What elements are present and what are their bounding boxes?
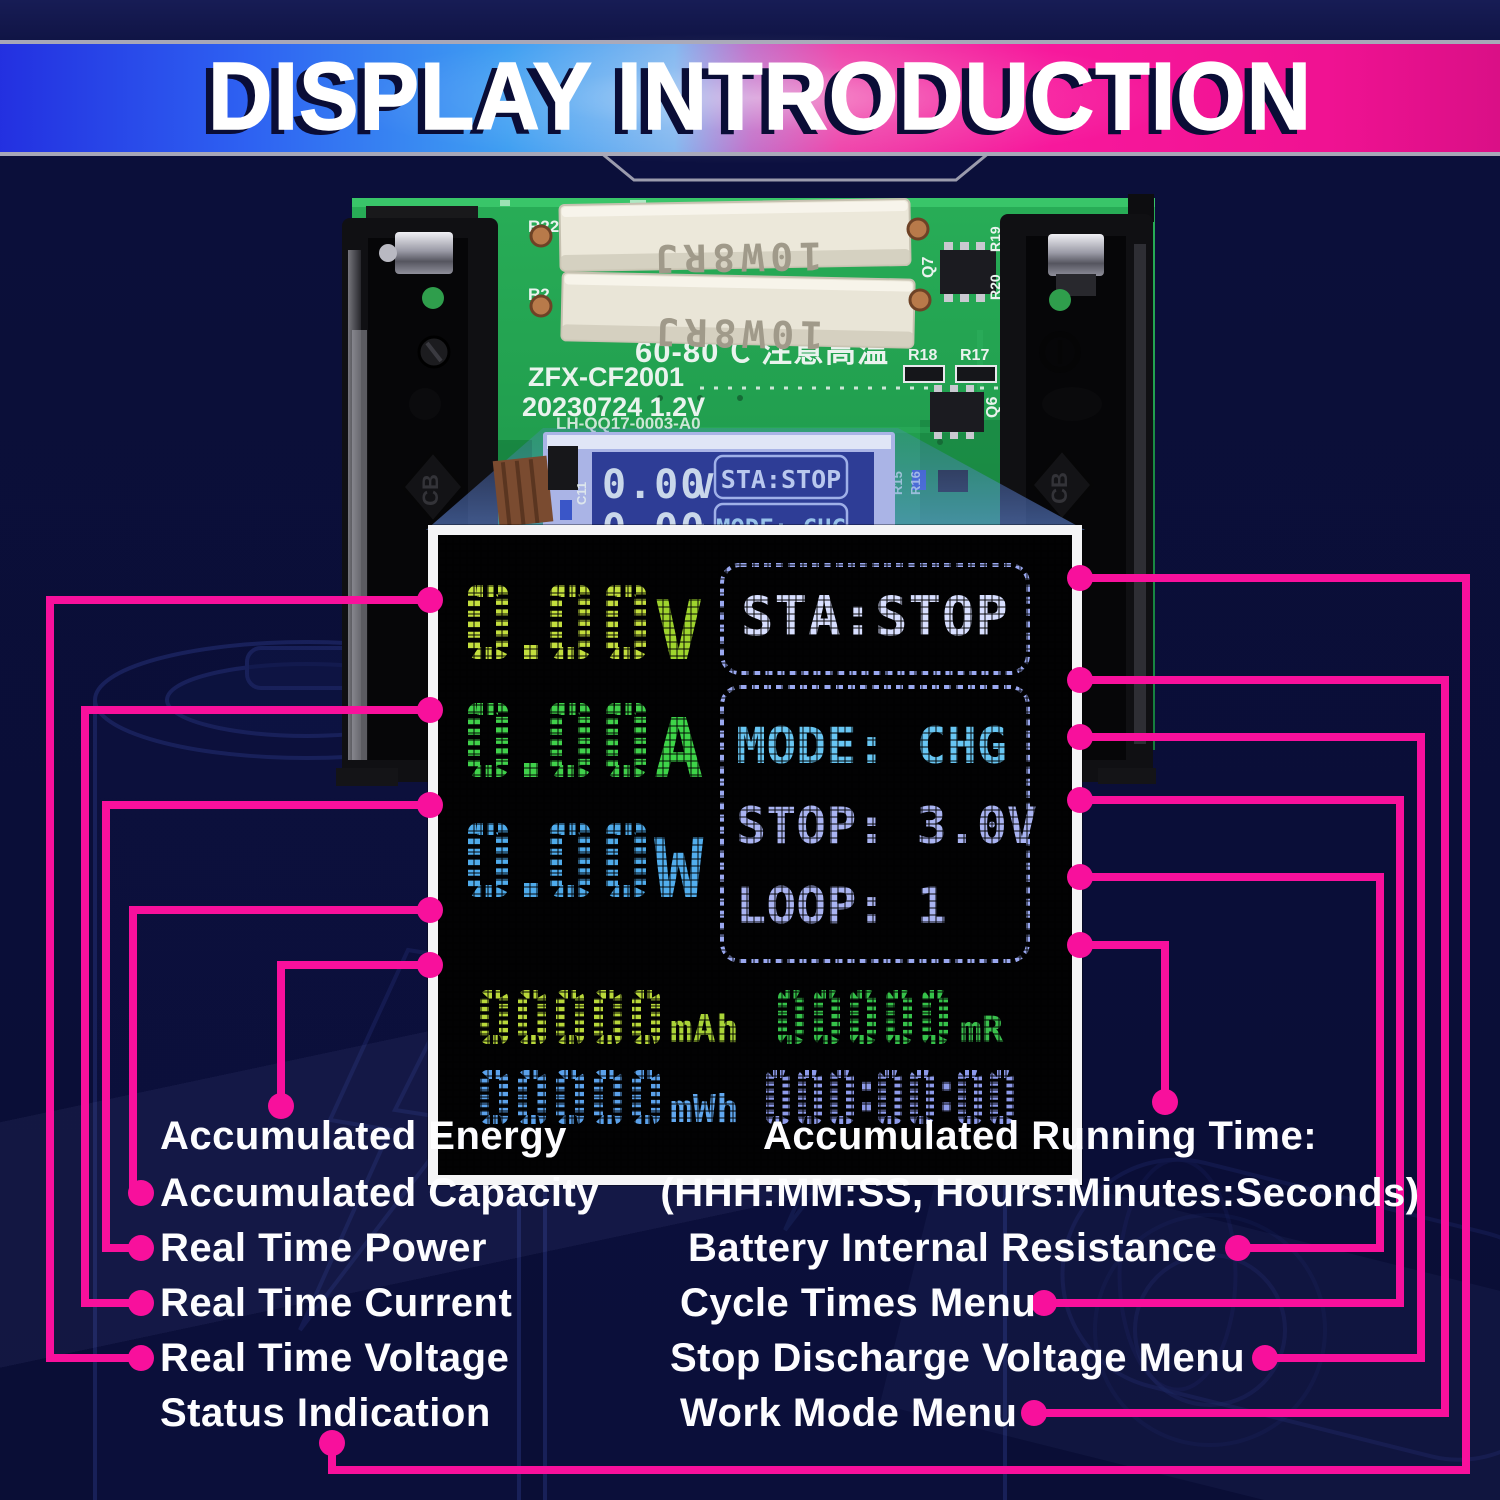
label-status-indication: Status Indication xyxy=(160,1391,491,1435)
lcd-resistance-unit: mR xyxy=(960,1010,1004,1051)
label-stop-discharge-voltage-menu: Stop Discharge Voltage Menu xyxy=(670,1336,1246,1380)
lcd-power-unit: W xyxy=(654,822,704,917)
pcb-ref-q6: Q6 xyxy=(984,397,1001,418)
label-real-time-voltage: Real Time Voltage xyxy=(160,1336,510,1380)
pcb-ref-r17: R17 xyxy=(960,347,989,364)
mini-lcd-module: C11 0.00 V STA:STOP 0.00 △ MODE: CHG xyxy=(492,432,895,552)
label-cycle-times-menu: Cycle Times Menu xyxy=(680,1281,1037,1325)
status-box-border xyxy=(720,563,1030,675)
label-running-time-format: (HHH:MM:SS, Hours:Minutes:Seconds) xyxy=(660,1171,1420,1215)
line-voltage xyxy=(46,596,428,1362)
line-power xyxy=(102,801,428,1252)
lcd-current-unit: A xyxy=(654,702,703,797)
lcd-energy-digits xyxy=(480,1070,660,1124)
fpc-cable xyxy=(492,455,554,527)
line-runtime xyxy=(1082,941,1169,1102)
pcb-ref-q7: Q7 xyxy=(920,257,937,278)
ceramic-resistor-2: 10W8RJ xyxy=(560,271,916,357)
pcb-model-text: ZFX-CF2001 xyxy=(528,362,684,392)
label-battery-internal-resistance: Battery Internal Resistance xyxy=(688,1226,1218,1270)
ceramic-resistor-1: 10W8RJ xyxy=(558,198,912,281)
solder-pads xyxy=(529,217,932,318)
page-title: DISPLAY INTRODUCTION xyxy=(208,43,1312,150)
lcd-resistance-digits xyxy=(778,990,948,1044)
pcb-date-text: 20230724 1.2V xyxy=(522,392,705,422)
lcd-current-digits xyxy=(468,703,646,777)
title-banner: DISPLAY INTRODUCTION DISPLAY INTRODUCTIO… xyxy=(0,32,1500,182)
resistor-marking: 10W8RJ xyxy=(648,233,822,280)
pcb-ref-c11: C11 xyxy=(574,482,589,505)
label-real-time-current: Real Time Current xyxy=(160,1281,513,1325)
holder-mark-diamond: CB xyxy=(401,449,465,525)
line-energy xyxy=(277,961,428,1106)
line-status xyxy=(328,574,1470,1474)
page-title-shadow: DISPLAY INTRODUCTION xyxy=(200,48,1304,155)
pcb-ref-r18: R18 xyxy=(908,347,937,364)
line-current xyxy=(81,706,428,1307)
mini-status: STA:STOP xyxy=(721,465,841,494)
holder-mark-cb: CB xyxy=(1047,472,1072,504)
pcb-ref-r20: R20 xyxy=(987,274,1003,300)
lcd-capacity-digits xyxy=(480,990,660,1044)
lcd-loop-text: LOOP: 1 xyxy=(736,877,947,935)
lcd-runtime-digits xyxy=(766,1070,1014,1124)
lcd-capacity-unit: mAh xyxy=(670,1007,739,1051)
lcd-power-digits xyxy=(468,823,646,897)
lcd-status-text: STA:STOP xyxy=(741,585,1009,648)
lcd-mode-text: MODE: CHG xyxy=(736,717,1007,775)
label-accumulated-energy: Accumulated Energy xyxy=(160,1114,567,1158)
line-loop xyxy=(1044,796,1404,1307)
resistor-marking: 10W8RJ xyxy=(649,309,823,357)
mini-voltage: 0.00 xyxy=(602,462,706,508)
line-stop xyxy=(1082,733,1425,1362)
lcd-energy-unit: mWh xyxy=(670,1087,739,1131)
line-mode xyxy=(1034,676,1449,1417)
line-resistance xyxy=(1082,873,1384,1252)
menu-box-border xyxy=(720,685,1030,963)
pcb-ref-r19: R19 xyxy=(987,226,1003,252)
label-real-time-power: Real Time Power xyxy=(160,1226,487,1270)
holder-mark-cb: CB xyxy=(418,474,443,506)
fpc-connector xyxy=(548,446,578,490)
label-accumulated-capacity: Accumulated Capacity xyxy=(160,1171,600,1215)
holder-mark-diamond: CB xyxy=(1030,447,1094,523)
mini-voltage-unit: V xyxy=(694,467,714,507)
label-work-mode-menu: Work Mode Menu xyxy=(680,1391,1018,1435)
label-running-time-title: Accumulated Running Time: xyxy=(762,1114,1318,1158)
lcd-stop-text: STOP: 3.0V xyxy=(736,797,1037,855)
lcd-voltage-digits xyxy=(468,585,646,659)
lcd-voltage-unit: V xyxy=(654,584,703,679)
connector-dots xyxy=(128,565,1278,1456)
